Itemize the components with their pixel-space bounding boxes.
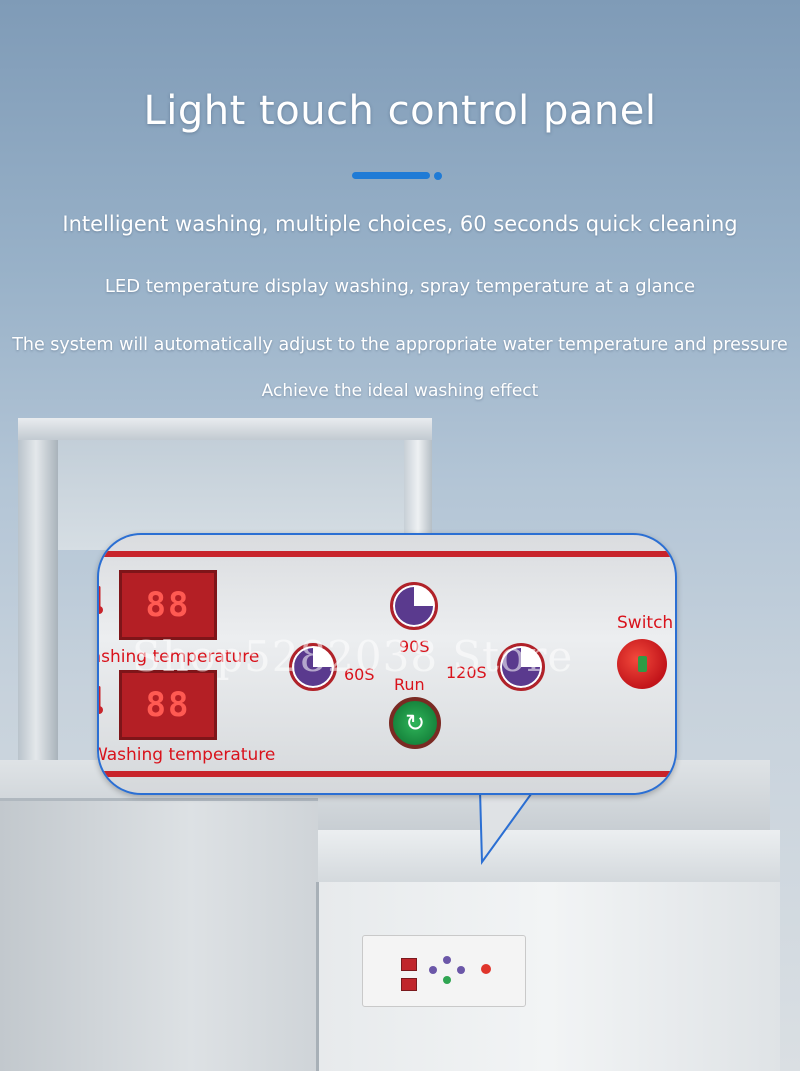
label-120s: 120S xyxy=(446,663,487,682)
label-90s: 90S xyxy=(399,637,430,656)
mini-run xyxy=(443,976,451,984)
mini-knob-90 xyxy=(443,956,451,964)
temperature-value-bottom: 88 xyxy=(145,685,191,725)
machine-corner-edge xyxy=(316,882,319,1071)
mini-display-bottom xyxy=(401,978,417,991)
power-switch-button[interactable] xyxy=(617,639,667,689)
machine-side-edge xyxy=(0,798,318,801)
temperature-display-top: 88 xyxy=(119,570,217,640)
store-watermark: Shop5282038 Store xyxy=(132,632,574,681)
hood-interior xyxy=(58,440,404,550)
hood-post-left xyxy=(18,420,58,760)
feature-line-2: LED temperature display washing, spray t… xyxy=(104,276,696,297)
machine-front-lip xyxy=(280,830,780,884)
power-indicator-lamp xyxy=(637,656,647,672)
refresh-icon: ↻ xyxy=(404,709,426,737)
panel-stripe-bottom xyxy=(99,771,675,777)
label-washing-temperature-bottom: Washing temperature xyxy=(97,745,276,765)
label-switch: Switch xyxy=(617,613,674,633)
panel-stripe-top xyxy=(99,551,675,557)
temperature-value-top: 88 xyxy=(145,585,191,625)
thermometer-icon xyxy=(99,686,103,714)
hood-top-bar xyxy=(18,418,432,440)
feature-line-1: Intelligent washing, multiple choices, 6… xyxy=(62,212,738,236)
program-90s-button[interactable] xyxy=(390,582,438,630)
headline: Light touch control panel xyxy=(143,88,657,134)
mini-knob-60 xyxy=(429,966,437,974)
program-60s-button[interactable] xyxy=(289,643,337,691)
mini-display-top xyxy=(401,958,417,971)
mini-knob-120 xyxy=(457,966,465,974)
run-button[interactable]: ↻ xyxy=(389,697,441,749)
thermometer-icon xyxy=(99,586,103,614)
machine-side-panel xyxy=(0,800,318,1071)
mini-switch xyxy=(481,964,491,974)
feature-line-3: The system will automatically adjust to … xyxy=(12,335,788,355)
label-60s: 60S xyxy=(344,665,375,684)
program-120s-button[interactable] xyxy=(497,643,545,691)
temperature-display-bottom: 88 xyxy=(119,670,217,740)
accent-bar xyxy=(352,172,430,179)
machine-control-panel xyxy=(362,935,526,1007)
callout-pointer xyxy=(478,790,536,865)
control-panel-callout: 88 Washing temperature 88 Washing temper… xyxy=(97,533,677,795)
feature-line-4: Achieve the ideal washing effect xyxy=(261,381,539,401)
accent-dot xyxy=(434,172,442,180)
label-run: Run xyxy=(394,675,425,694)
label-washing-temperature-top: Washing temperature xyxy=(99,647,260,667)
